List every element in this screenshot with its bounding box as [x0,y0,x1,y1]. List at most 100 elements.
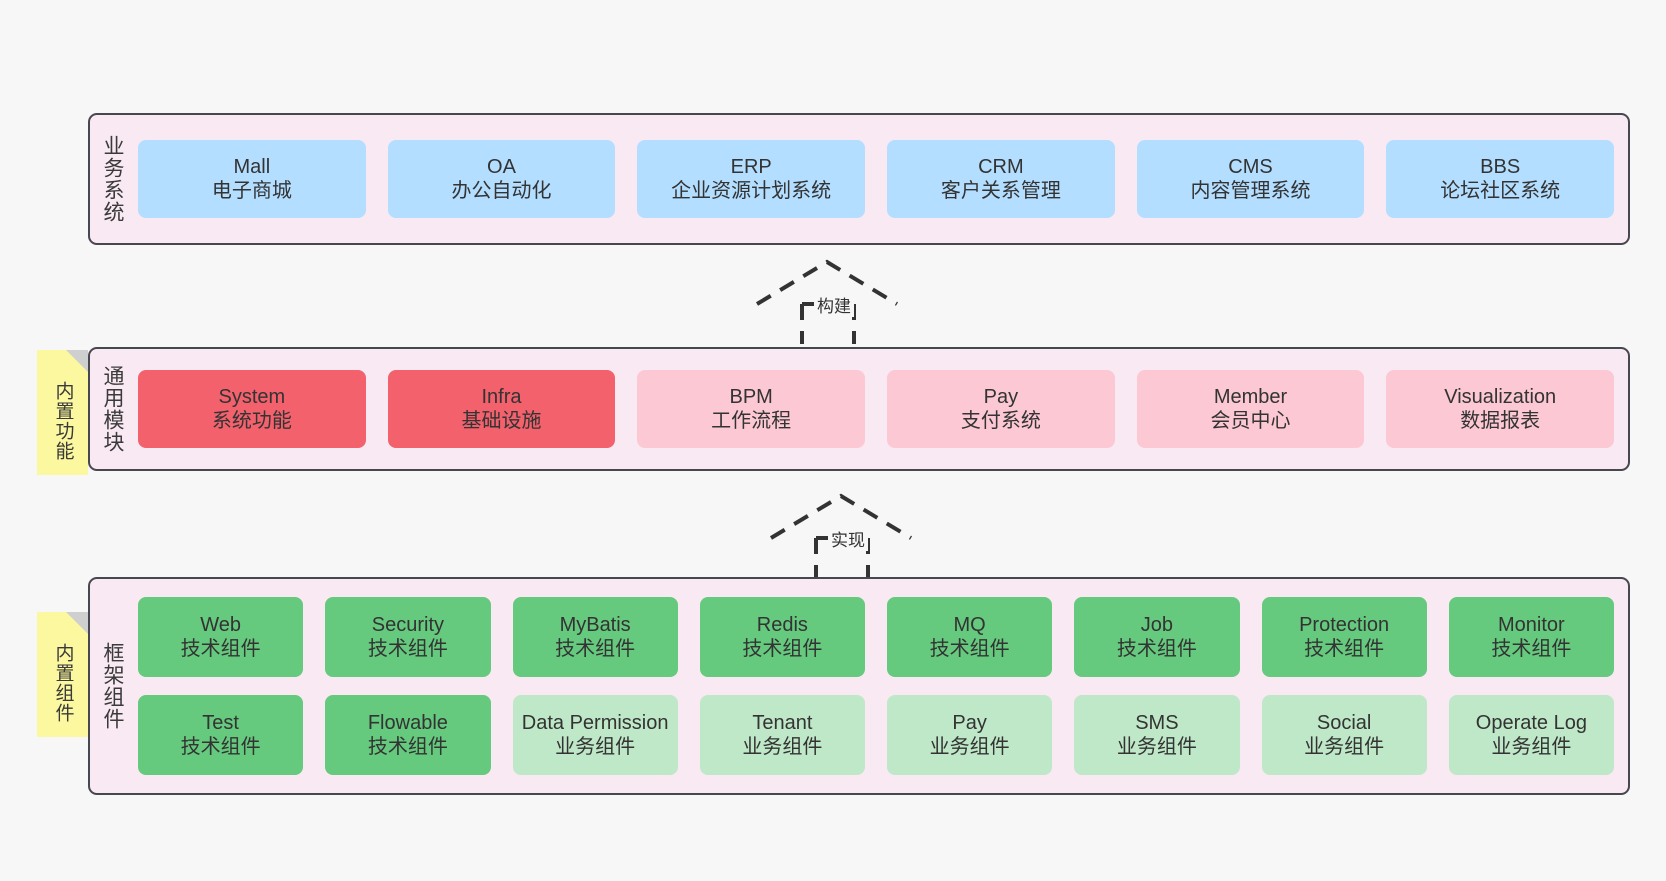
business-card-crm[interactable]: CRM 客户关系管理 [887,140,1115,218]
card-name: Tenant [752,711,813,734]
card-name: Protection [1299,613,1390,636]
card-desc: 技术组件 [367,638,448,660]
card-name: System [218,385,286,408]
card-name: Monitor [1498,613,1565,636]
card-desc: 数据报表 [1460,410,1541,432]
layer-framework-components-title: 框架组件 [100,642,124,730]
card-desc: 会员中心 [1210,410,1291,432]
layer-business-systems: 业务系统 Mall 电子商城 OA 办公自动化 ERP 企业资源计划系统 CRM… [88,113,1630,245]
card-name: Web [200,613,241,636]
card-name: MyBatis [559,613,631,636]
framework-card-monitor[interactable]: Monitor 技术组件 [1448,597,1614,677]
framework-card-sms[interactable]: SMS 业务组件 [1074,695,1240,775]
framework-biz-row: Test 技术组件 Flowable 技术组件 Data Permission … [138,695,1614,775]
card-name: CRM [978,155,1024,178]
business-card-erp[interactable]: ERP 企业资源计划系统 [637,140,866,218]
card-name: BPM [729,385,773,408]
card-desc: 技术组件 [555,638,636,660]
card-desc: 技术组件 [929,638,1010,660]
card-desc: 业务组件 [742,736,823,758]
card-desc: 技术组件 [742,638,823,660]
card-desc: 办公自动化 [451,180,552,202]
card-desc: 业务组件 [929,736,1010,758]
card-desc: 支付系统 [960,410,1041,432]
card-desc: 工作流程 [711,410,792,432]
connector-build-label: 构建 [814,292,854,317]
business-card-cms[interactable]: CMS 内容管理系统 [1136,140,1365,218]
framework-card-mybatis[interactable]: MyBatis 技术组件 [512,597,678,677]
card-name: Pay [952,711,987,734]
layer-common-modules-body: System 系统功能 Infra 基础设施 BPM 工作流程 Pay 支付系统… [134,349,1628,469]
framework-card-tenant[interactable]: Tenant 业务组件 [699,695,865,775]
framework-card-redis[interactable]: Redis 技术组件 [699,597,865,677]
card-name: Operate Log [1475,711,1587,734]
card-name: Pay [983,385,1019,408]
card-desc: 业务组件 [1304,736,1385,758]
card-desc: 业务组件 [555,736,636,758]
note-builtin-components-label: 内置组件 [52,642,74,723]
card-name: MQ [953,613,986,636]
module-card-member[interactable]: Member 会员中心 [1136,370,1365,448]
framework-card-flowable[interactable]: Flowable 技术组件 [325,695,491,775]
business-card-mall[interactable]: Mall 电子商城 [138,140,366,218]
card-desc: 论坛社区系统 [1440,180,1561,202]
framework-card-web[interactable]: Web 技术组件 [138,597,304,677]
connector-implement-label: 实现 [828,526,868,551]
card-name: OA [487,155,516,178]
module-card-infra[interactable]: Infra 基础设施 [387,370,616,448]
card-name: SMS [1135,711,1179,734]
card-name: CMS [1228,155,1273,178]
layer-business-systems-title: 业务系统 [100,135,124,223]
layer-framework-components: 框架组件 Web 技术组件 Security 技术组件 MyBatis 技术组件… [88,577,1630,795]
card-desc: 技术组件 [180,638,261,660]
module-card-system[interactable]: System 系统功能 [138,370,366,448]
card-name: BBS [1480,155,1521,178]
card-desc: 电子商城 [211,180,292,202]
card-desc: 技术组件 [1116,638,1197,660]
card-name: Job [1140,613,1173,636]
card-name: Security [371,613,444,636]
module-card-bpm[interactable]: BPM 工作流程 [637,370,866,448]
framework-card-job[interactable]: Job 技术组件 [1074,597,1240,677]
card-desc: 技术组件 [367,736,448,758]
connector-implement: 实现 [769,492,919,578]
card-desc: 客户关系管理 [940,180,1061,202]
business-card-oa[interactable]: OA 办公自动化 [387,140,616,218]
card-desc: 基础设施 [461,410,542,432]
generalization-arrowhead [769,493,913,540]
card-name: Flowable [367,711,448,734]
card-desc: 业务组件 [1491,736,1572,758]
framework-card-social[interactable]: Social 业务组件 [1261,695,1427,775]
note-builtin-functions: 内置功能 [37,350,88,475]
framework-card-operate-log[interactable]: Operate Log 业务组件 [1448,695,1614,775]
connector-build: 构建 [755,258,905,344]
framework-card-pay[interactable]: Pay 业务组件 [887,695,1053,775]
card-name: Member [1213,385,1288,408]
framework-card-security[interactable]: Security 技术组件 [325,597,491,677]
card-desc: 技术组件 [1491,638,1572,660]
layer-business-systems-body: Mall 电子商城 OA 办公自动化 ERP 企业资源计划系统 CRM 客户关系… [134,115,1628,243]
framework-card-mq[interactable]: MQ 技术组件 [887,597,1053,677]
module-card-visualization[interactable]: Visualization 数据报表 [1386,370,1615,448]
business-card-bbs[interactable]: BBS 论坛社区系统 [1386,140,1615,218]
layer-common-modules: 通用模块 System 系统功能 Infra 基础设施 BPM 工作流程 Pay… [88,347,1630,471]
card-desc: 技术组件 [1304,638,1385,660]
framework-card-data-permission[interactable]: Data Permission 业务组件 [512,695,678,775]
card-name: Social [1316,711,1372,734]
card-desc: 内容管理系统 [1190,180,1311,202]
generalization-arrowhead [755,259,899,306]
layer-common-modules-title: 通用模块 [100,365,124,453]
framework-card-protection[interactable]: Protection 技术组件 [1261,597,1427,677]
framework-card-test[interactable]: Test 技术组件 [138,695,304,775]
card-desc: 系统功能 [211,410,292,432]
layer-framework-components-body: Web 技术组件 Security 技术组件 MyBatis 技术组件 Redi… [134,579,1628,793]
note-builtin-functions-label: 内置功能 [52,380,74,461]
card-name: Visualization [1444,385,1557,408]
framework-tech-row: Web 技术组件 Security 技术组件 MyBatis 技术组件 Redi… [138,597,1614,677]
card-desc: 业务组件 [1116,736,1197,758]
common-modules-row: System 系统功能 Infra 基础设施 BPM 工作流程 Pay 支付系统… [138,370,1615,448]
card-name: Infra [481,385,522,408]
module-card-pay[interactable]: Pay 支付系统 [887,370,1115,448]
note-builtin-components: 内置组件 [37,612,88,737]
